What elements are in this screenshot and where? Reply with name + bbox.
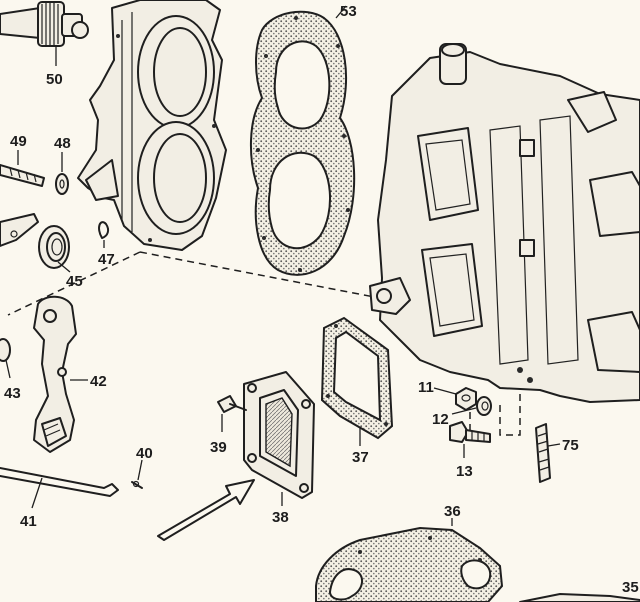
label-53: 53 — [340, 3, 357, 20]
label-39: 39 — [210, 439, 227, 456]
label-43: 43 — [4, 385, 21, 402]
pointer-arrow-icon — [157, 479, 255, 541]
part-45-seal — [38, 225, 71, 273]
label-40: 40 — [136, 445, 153, 462]
label-48: 48 — [54, 135, 71, 152]
part-35-fragment — [519, 593, 640, 602]
label-42: 42 — [90, 373, 107, 390]
part-43-washer — [0, 338, 11, 379]
left-bracket-fragment — [0, 213, 39, 247]
part-42-lever-arm — [33, 295, 88, 453]
part-37-cover-gasket — [320, 316, 394, 446]
label-49: 49 — [10, 133, 27, 150]
label-36: 36 — [444, 503, 461, 520]
part-41-rod — [0, 467, 119, 509]
label-38: 38 — [272, 509, 289, 526]
part-39-screw — [217, 395, 247, 432]
part-38-cover-plate — [243, 371, 315, 506]
part-12-washer — [451, 396, 492, 416]
part-11-nut — [433, 387, 477, 411]
part-53-head-gasket — [250, 5, 356, 276]
part-36-lower-gasket — [315, 518, 504, 602]
part-49-long-bolt — [0, 150, 45, 187]
label-11: 11 — [418, 379, 434, 396]
part-50-gear-shaft — [0, 1, 89, 66]
part-48-washer — [55, 152, 69, 195]
label-50: 50 — [46, 71, 63, 88]
crankcase — [369, 43, 640, 403]
label-12: 12 — [432, 411, 449, 428]
label-75: 75 — [562, 437, 579, 454]
label-47: 47 — [98, 251, 115, 268]
label-35: 35 — [622, 579, 639, 596]
cylinder-block — [77, 0, 227, 251]
label-13: 13 — [456, 463, 473, 480]
part-47-clip — [98, 221, 110, 248]
label-37: 37 — [352, 449, 369, 466]
part-40-pin — [131, 459, 143, 489]
label-45: 45 — [66, 273, 83, 290]
part-75-stud — [535, 423, 561, 483]
part-13-bolt — [449, 421, 491, 458]
part-number-labels: 50 53 49 48 47 45 43 42 41 40 39 38 37 3… — [4, 3, 639, 596]
label-41: 41 — [20, 513, 37, 530]
